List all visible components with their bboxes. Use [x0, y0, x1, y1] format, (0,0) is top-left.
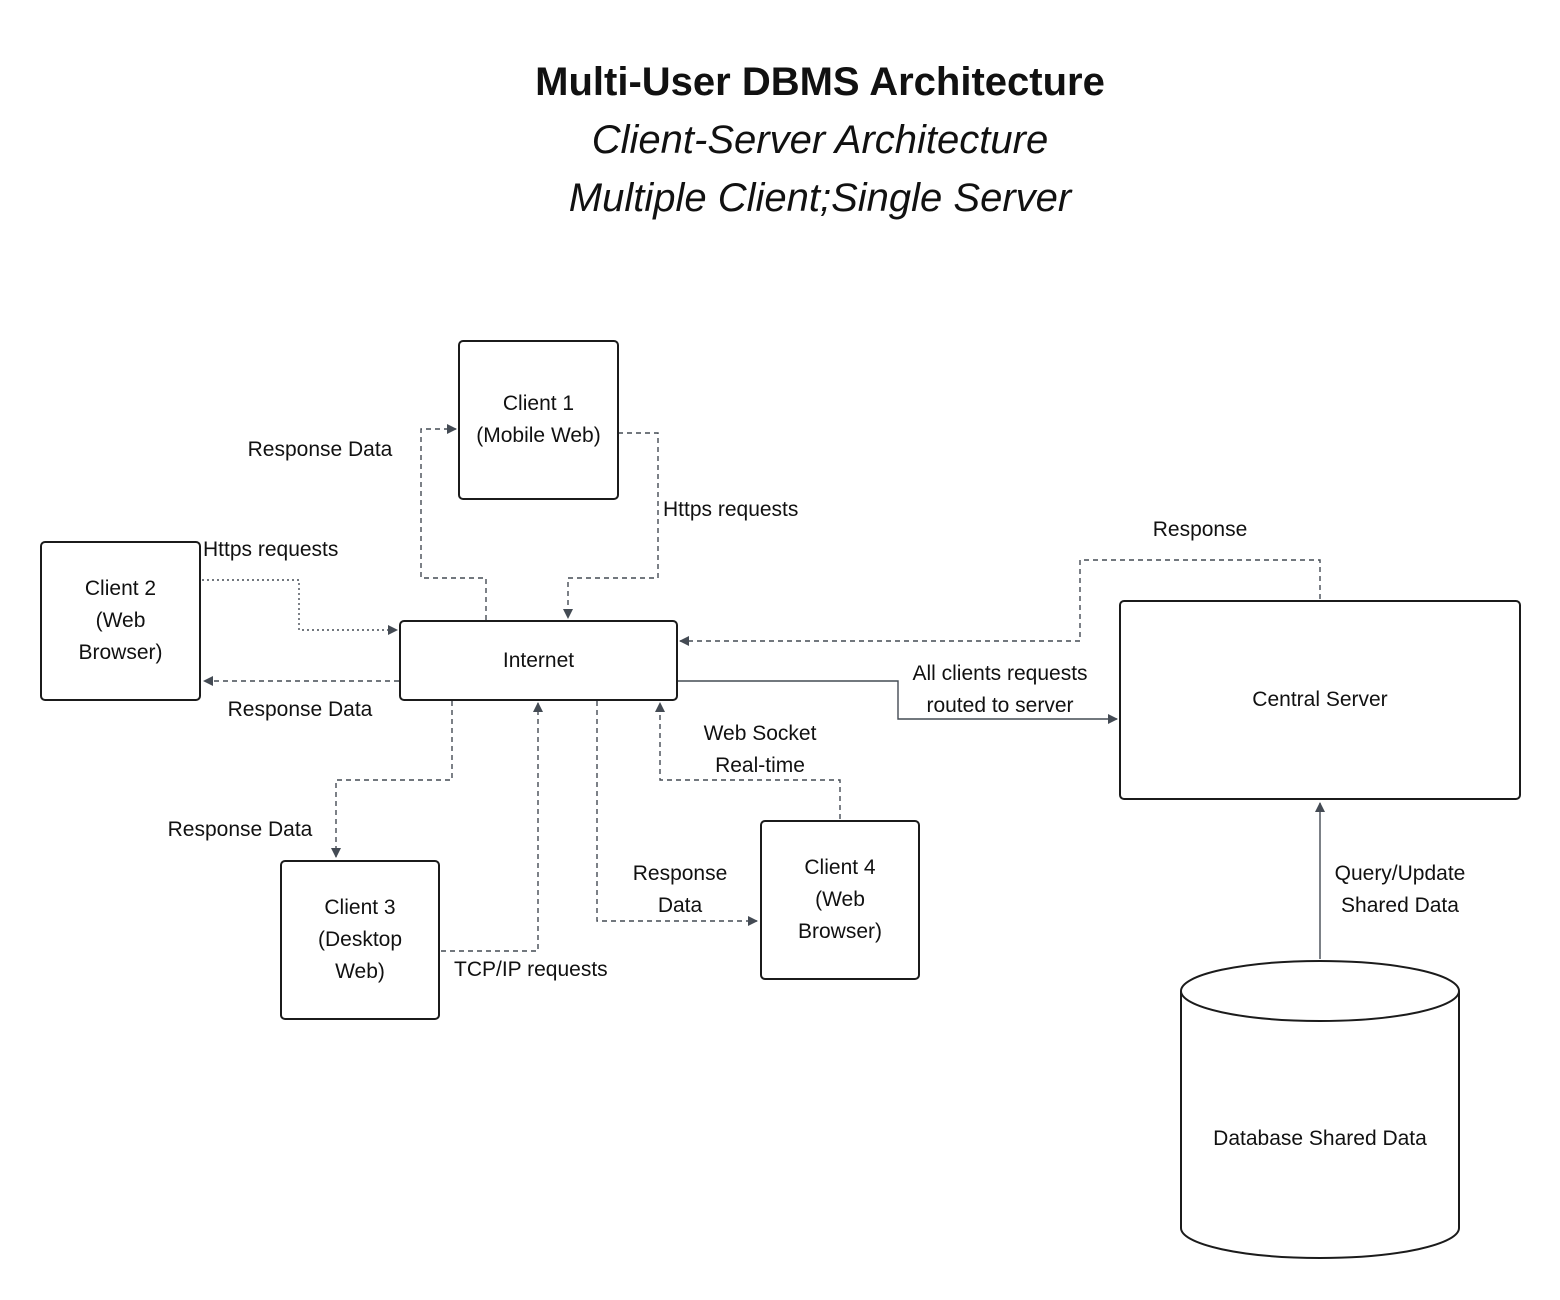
diagram-subtitle-2: Multiple Client;Single Server [568, 176, 1072, 220]
client-2-node[interactable]: Client 2 (Web Browser) [40, 541, 201, 701]
edge-routed [678, 680, 1118, 724]
edge-c1-response [420, 424, 487, 620]
edge-c2-request [202, 579, 398, 635]
edge-server-response [679, 559, 1321, 646]
client-4-node[interactable]: Client 4 (Web Browser) [760, 820, 920, 980]
edge-label-c1-request: Https requests [663, 498, 799, 521]
internet-node[interactable]: Internet [399, 620, 678, 701]
database-node-label: Database Shared Data [1213, 1127, 1427, 1150]
edge-label-server-response: Response [1152, 518, 1248, 541]
edge-label-db-query: Query/Update Shared Data [1334, 862, 1466, 917]
database-cylinder [1180, 960, 1460, 1259]
diagram-subtitle: Client-Server Architecture [591, 118, 1049, 162]
edge-label-c3-request: TCP/IP requests [454, 958, 608, 981]
client-1-node[interactable]: Client 1 (Mobile Web) [458, 340, 619, 500]
edge-c4-response [596, 701, 758, 926]
edge-label-c1-response: Response Data [247, 438, 393, 461]
diagram-title: Multi-User DBMS Architecture [535, 60, 1105, 104]
client-3-node[interactable]: Client 3 (Desktop Web) [280, 860, 440, 1020]
edge-c1-request [563, 432, 659, 619]
edge-label-routed: All clients requests routed to server [912, 662, 1088, 717]
edge-c3-response [331, 701, 453, 858]
edge-label-c2-request: Https requests [203, 538, 339, 561]
edge-label-c4-websocket: Web Socket Real-time [703, 722, 817, 777]
edge-label-c4-response: Response Data [632, 862, 728, 917]
edge-c4-websocket [655, 702, 841, 819]
central-server-node[interactable]: Central Server [1119, 600, 1521, 800]
edge-label-c3-response: Response Data [167, 818, 313, 841]
edge-label-c2-response: Response Data [227, 698, 373, 721]
edge-c3-request [441, 702, 543, 952]
